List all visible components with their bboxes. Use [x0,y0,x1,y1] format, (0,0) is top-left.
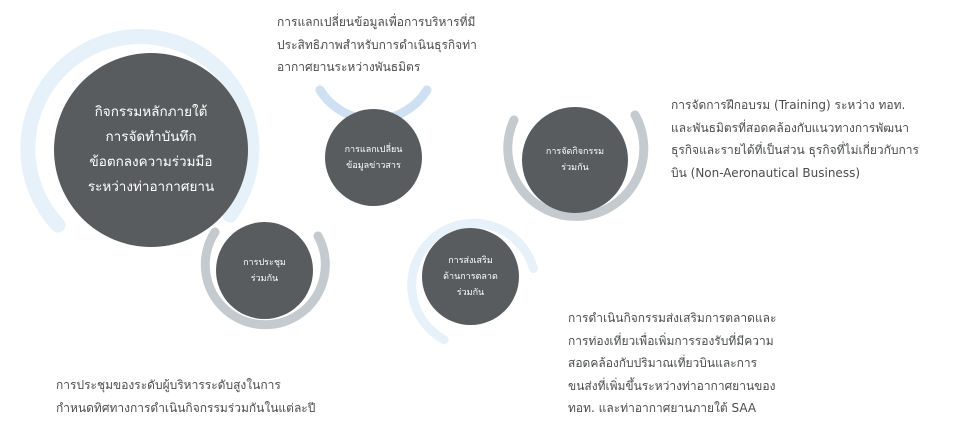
meeting-circle: การประชุม ร่วมกัน [216,222,313,319]
joint-activities-description: การจัดการฝึกอบรม (Training) ระหว่าง ทอท.… [671,98,919,180]
meeting-ring-arc [200,227,330,330]
information-exchange-circle: การแลกเปลี่ยน ข้อมูลข่าวสาร [325,109,422,206]
main-ring-arc [20,29,260,233]
main-circle: กิจกรรมหลักภายใต้ การจัดทำบันทึก ข้อตกลง… [54,53,248,247]
marketing-ring-arc [407,218,538,345]
joint-activities-circle: การจัดกิจกรรม ร่วมกัน [522,107,628,213]
marketing-promotion-description: การดำเนินกิจกรรมส่งเสริมการตลาดและ การท่… [568,311,777,415]
meeting-description: การประชุมของระดับผู้บริหารระดับสูงในการ … [56,378,316,415]
joint-ring-arc [503,110,649,221]
information-exchange-description: การแลกเปลี่ยนข้อมูลเพื่อการบริหารที่มี ป… [277,15,477,74]
marketing-promotion-circle: การส่งเสริม ด้านการตลาด ร่วมกัน [422,228,519,325]
